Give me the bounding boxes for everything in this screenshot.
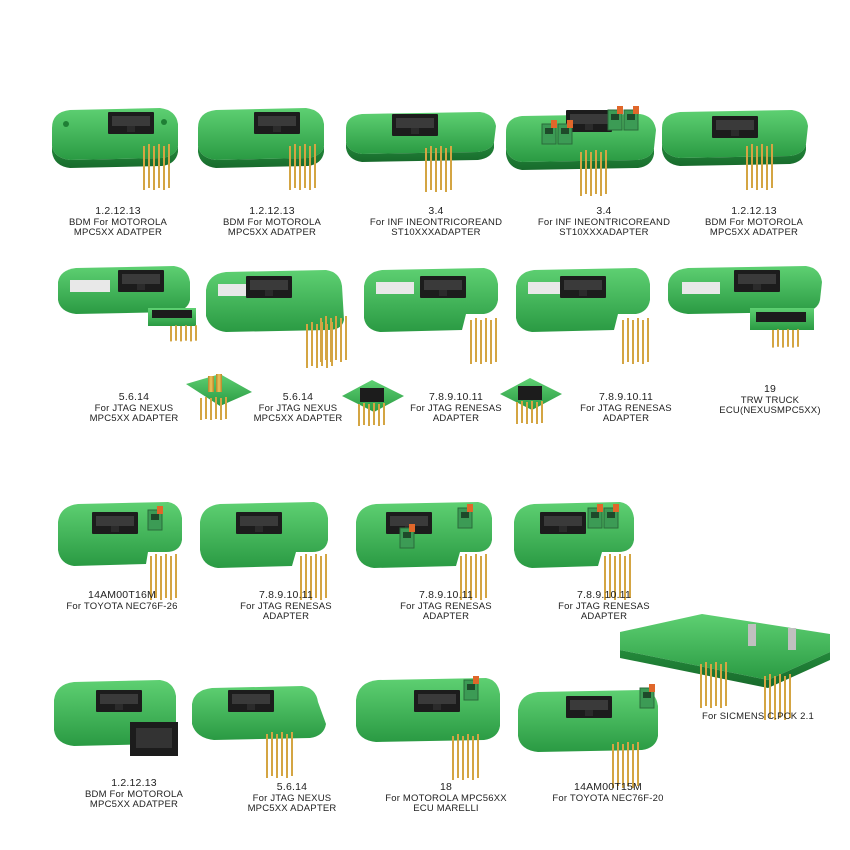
caption-title: 5.6.14 — [282, 391, 314, 403]
caption-r2-3: 7.8.9.10.11 For JTAG RENESAS ADAPTER — [410, 391, 502, 425]
board-r1-3 — [346, 112, 496, 192]
small-board-s3 — [500, 378, 562, 424]
caption-line: For TOYOTA NEC76F-20 — [552, 792, 664, 804]
caption-title: 14AM00T15M — [574, 781, 642, 793]
caption-r4-2: 5.6.14 For JTAG NEXUS MPC5XX ADAPTER — [247, 781, 337, 815]
caption-r2-4: 7.8.9.10.11 For JTAG RENESAS ADAPTER — [580, 391, 672, 425]
caption-line: For JTAG NEXUS — [94, 402, 174, 414]
caption-line: BDM For MOTOROLA — [222, 216, 322, 228]
board-r2-3 — [364, 268, 498, 364]
caption-title: 1.2.12.13 — [249, 205, 295, 217]
small-board-s2 — [342, 380, 404, 426]
caption-line: BDM For MOTOROLA — [68, 216, 168, 228]
caption-line: BDM For MOTOROLA — [704, 216, 804, 228]
board-r1-5 — [662, 110, 808, 190]
board-r3-4 — [514, 502, 634, 600]
caption-title: 3.4 — [596, 205, 612, 217]
caption-line: MPC5XX ADAPTER — [247, 803, 337, 814]
board-r3-3 — [356, 502, 492, 600]
caption-line: MPC5XX ADATPER — [73, 227, 163, 238]
caption-title: 7.8.9.10.11 — [429, 391, 483, 403]
caption-r2-2: 5.6.14 For JTAG NEXUS MPC5XX ADAPTER — [253, 391, 343, 425]
caption-title: 14AM00T16M — [88, 589, 156, 601]
caption-line: For JTAG NEXUS — [252, 792, 332, 804]
caption-line: For JTAG NEXUS — [258, 402, 338, 414]
caption-title: 1.2.12.13 — [111, 777, 157, 789]
caption-title: 1.2.12.13 — [95, 205, 141, 217]
caption-r4-1: 1.2.12.13 BDM For MOTOROLA MPC5XX ADATPE… — [84, 777, 184, 811]
caption-r4-4: 14AM00T15M For TOYOTA NEC76F-20 — [552, 781, 664, 804]
caption-line: ADAPTER — [580, 611, 628, 622]
caption-r3-1: 14AM00T16M For TOYOTA NEC76F-26 — [66, 589, 178, 612]
caption-line: ECU(NEXUSMPC5XX) — [719, 405, 821, 416]
caption-line: MPC5XX ADATPER — [227, 227, 317, 238]
caption-line: TRW TRUCK — [740, 394, 800, 406]
caption-line: ST10XXXADAPTER — [391, 227, 481, 238]
caption-line: ADAPTER — [432, 413, 480, 424]
board-r4-1 — [54, 680, 178, 756]
board-siemens — [620, 614, 830, 720]
caption-line: MPC5XX ADATPER — [89, 799, 179, 810]
board-r1-4 — [506, 105, 656, 196]
board-r1-2 — [198, 108, 324, 190]
board-r1-1 — [52, 108, 178, 190]
caption-r2-1: 5.6.14 For JTAG NEXUS MPC5XX ADAPTER — [89, 391, 179, 425]
small-board-s1 — [186, 374, 252, 420]
board-r2-5 — [668, 266, 822, 348]
caption-line: For JTAG RENESAS — [558, 600, 650, 612]
board-r4-3 — [356, 675, 500, 780]
caption-line: MPC5XX ADAPTER — [89, 413, 179, 424]
caption-r2-5: 19 TRW TRUCK ECU(NEXUSMPC5XX) — [719, 383, 821, 417]
caption-siemens: For SICMENS C.PCK 2.1 — [702, 711, 814, 723]
caption-title: 5.6.14 — [118, 391, 150, 403]
caption-line: For JTAG RENESAS — [410, 402, 502, 414]
caption-line: For SICMENS C.PCK 2.1 — [702, 711, 814, 722]
caption-r1-2: 1.2.12.13 BDM For MOTOROLA MPC5XX ADATPE… — [222, 205, 322, 239]
caption-line: ADAPTER — [422, 611, 470, 622]
caption-r3-2: 7.8.9.10.11 For JTAG RENESAS ADAPTER — [240, 589, 332, 623]
caption-line: For INF INEONTRICOREAND — [369, 216, 503, 228]
board-r2-4 — [516, 268, 650, 364]
board-r2-2 — [206, 270, 347, 368]
caption-title: 7.8.9.10.11 — [419, 589, 473, 601]
caption-line: ADAPTER — [602, 413, 650, 424]
board-r3-1 — [58, 502, 182, 600]
caption-title: 18 — [439, 781, 453, 793]
caption-line: ST10XXXADAPTER — [559, 227, 649, 238]
caption-r1-5: 1.2.12.13 BDM For MOTOROLA MPC5XX ADATPE… — [704, 205, 804, 239]
board-r3-2 — [200, 502, 328, 600]
caption-r1-3: 3.4 For INF INEONTRICOREAND ST10XXXADAPT… — [369, 205, 503, 239]
caption-title: 7.8.9.10.11 — [259, 589, 313, 601]
caption-line: MPC5XX ADAPTER — [253, 413, 343, 424]
caption-title: 5.6.14 — [276, 781, 308, 793]
caption-line: For TOYOTA NEC76F-26 — [66, 600, 178, 612]
caption-line: For MOTOROLA MPC56XX — [385, 792, 507, 804]
board-r2-1 — [58, 266, 197, 342]
caption-r3-4: 7.8.9.10.11 For JTAG RENESAS ADAPTER — [558, 589, 650, 623]
caption-r4-3: 18 For MOTOROLA MPC56XX ECU MARELLI — [385, 781, 507, 815]
caption-r1-4: 3.4 For INF INEONTRICOREAND ST10XXXADAPT… — [537, 205, 671, 239]
caption-line: For INF INEONTRICOREAND — [537, 216, 671, 228]
caption-title: 1.2.12.13 — [731, 205, 777, 217]
caption-line: For JTAG RENESAS — [240, 600, 332, 612]
board-r4-4 — [518, 683, 658, 788]
caption-r1-1: 1.2.12.13 BDM For MOTOROLA MPC5XX ADATPE… — [68, 205, 168, 239]
caption-line: BDM For MOTOROLA — [84, 788, 184, 800]
caption-title: 7.8.9.10.11 — [599, 391, 653, 403]
caption-title: 7.8.9.10.11 — [577, 589, 631, 601]
caption-line: ADAPTER — [262, 611, 310, 622]
caption-line: MPC5XX ADATPER — [709, 227, 799, 238]
caption-title: 3.4 — [428, 205, 444, 217]
caption-line: For JTAG RENESAS — [580, 402, 672, 414]
caption-r3-3: 7.8.9.10.11 For JTAG RENESAS ADAPTER — [400, 589, 492, 623]
board-r4-2 — [192, 686, 326, 778]
caption-line: For JTAG RENESAS — [400, 600, 492, 612]
caption-title: 19 — [763, 383, 777, 395]
caption-line: ECU MARELLI — [413, 803, 479, 814]
